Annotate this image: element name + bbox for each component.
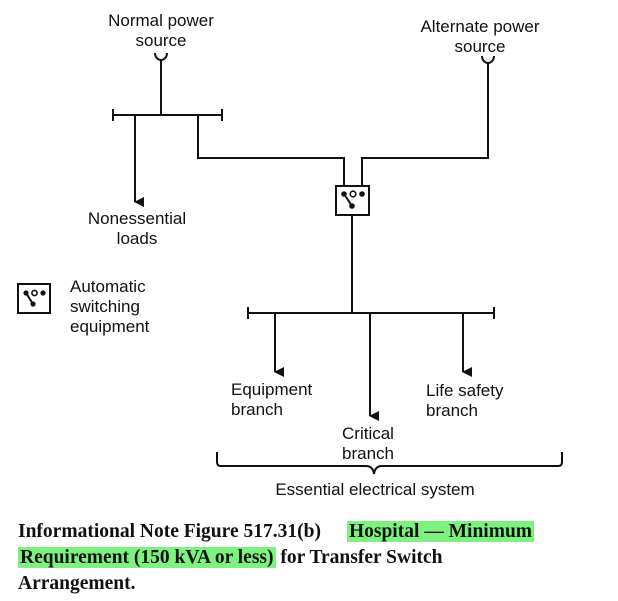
alternate-to-switch-line bbox=[361, 63, 489, 186]
figure-label: Informational Note Figure 517.31(b) bbox=[18, 521, 321, 542]
legend-switch-box bbox=[17, 283, 51, 314]
caption-line-1: Informational Note Figure 517.31(b) Hospi… bbox=[18, 519, 614, 545]
equipment-branch-label: Equipment branch bbox=[231, 380, 313, 419]
essential-system-brace bbox=[216, 452, 563, 475]
legend-pivot-dot bbox=[30, 301, 36, 307]
switch-contact-dot bbox=[341, 191, 347, 197]
essential-electrical-system-label: Essential electrical system bbox=[275, 480, 475, 499]
caption-rest-1: for Transfer Switch bbox=[280, 547, 443, 568]
legend-automatic-switching-label: Automatic switching equipment bbox=[70, 277, 150, 336]
caption-rest-2: Arrangement. bbox=[18, 573, 136, 594]
caption-line-3: Arrangement. bbox=[18, 571, 614, 597]
normal-to-switch-line bbox=[197, 115, 345, 186]
caption-highlight-2: Requirement (150 kVA or less) bbox=[18, 547, 276, 568]
alternate-power-source-label: Alternate power source bbox=[420, 17, 540, 56]
switch-pivot-dot bbox=[349, 203, 355, 209]
legend-contact-dot-right bbox=[40, 290, 46, 296]
switch-contact-dot-right bbox=[359, 191, 365, 197]
switch-open-contact bbox=[349, 190, 357, 198]
alternate-source-symbol bbox=[481, 55, 495, 64]
figure-caption: Informational Note Figure 517.31(b) Hospi… bbox=[18, 519, 614, 597]
critical-branch-label: Critical branch bbox=[342, 424, 394, 463]
caption-line-2: Requirement (150 kVA or less) for Transf… bbox=[18, 545, 614, 571]
nonessential-loads-label: Nonessential loads bbox=[87, 209, 187, 248]
normal-power-source-label: Normal power source bbox=[108, 11, 214, 50]
transfer-switch-box bbox=[335, 185, 370, 216]
normal-source-symbol bbox=[154, 52, 168, 61]
life-safety-branch-label: Life safety branch bbox=[426, 381, 504, 420]
legend-contact-dot bbox=[23, 290, 29, 296]
caption-highlight-1: Hospital — Minimum bbox=[346, 521, 535, 542]
legend-open-contact bbox=[31, 289, 38, 297]
